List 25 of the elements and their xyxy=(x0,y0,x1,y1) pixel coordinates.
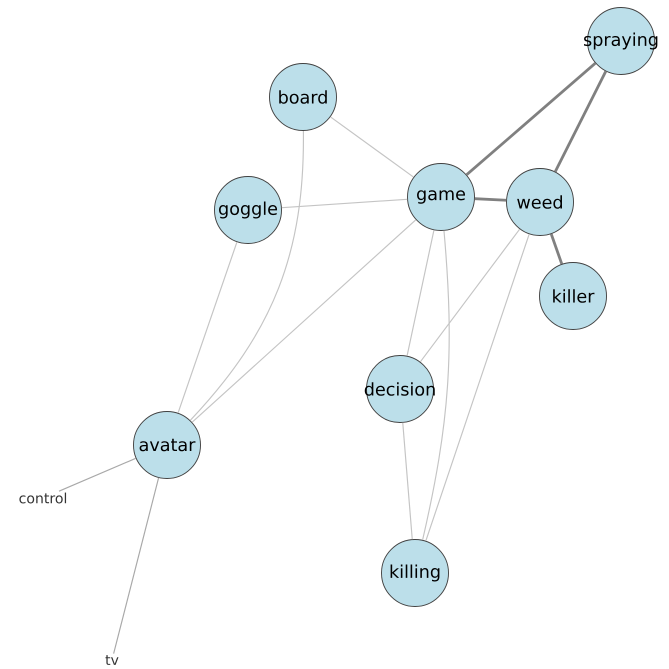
edge xyxy=(190,130,304,421)
node-label: tv xyxy=(105,655,118,665)
circle-node: killer xyxy=(539,262,607,330)
circle-node: board xyxy=(269,63,337,131)
edge xyxy=(420,228,520,362)
circle-node: weed xyxy=(506,168,574,236)
edge xyxy=(178,242,238,414)
circle-node: killing xyxy=(381,539,449,607)
edge xyxy=(466,62,596,176)
edge xyxy=(550,234,564,264)
circle-node: goggle xyxy=(214,176,282,244)
edge xyxy=(330,116,414,178)
edge xyxy=(425,234,530,541)
circle-node: game xyxy=(407,163,475,231)
node-label: control xyxy=(19,492,66,504)
edge xyxy=(474,197,506,202)
edge xyxy=(406,230,434,356)
edge xyxy=(192,219,416,423)
edge xyxy=(113,478,160,654)
edge xyxy=(282,198,408,208)
edge xyxy=(422,230,450,540)
edge xyxy=(402,422,413,540)
edge xyxy=(58,458,136,492)
circle-node: avatar xyxy=(133,411,201,479)
edge xyxy=(554,70,607,172)
